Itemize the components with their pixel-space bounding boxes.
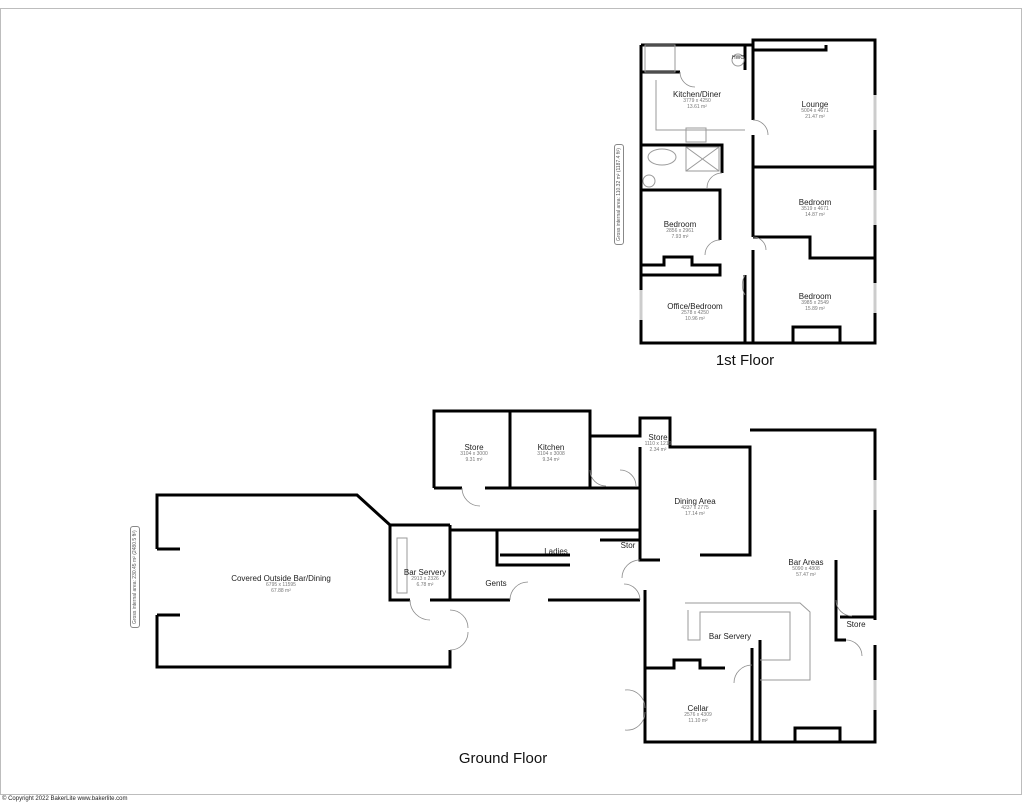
room-hwc: HWC: [732, 55, 744, 61]
room-bar-servery-2: Bar Servery: [708, 632, 752, 641]
room-gents: Gents: [485, 579, 507, 588]
first-floor-gross-area: Gross internal area: 110.32 m² (1187.4 f…: [614, 144, 624, 245]
room-stor: Stor: [620, 541, 636, 550]
ground-floor-walls: [155, 409, 877, 744]
ground-floor-title: Ground Floor: [458, 750, 548, 767]
first-floor-walls: [639, 38, 877, 345]
first-floor-title: 1st Floor: [715, 352, 775, 369]
ground-floor-gross-area: Gross internal area: 230.45 m² (2480.5 f…: [130, 526, 140, 628]
copyright-text: © Copyright 2022 BakerLite www.bakerlite…: [2, 796, 128, 802]
room-ladies: Ladies: [544, 547, 568, 556]
drawing-frame: [0, 8, 1022, 795]
room-store-3: Store: [846, 620, 866, 629]
